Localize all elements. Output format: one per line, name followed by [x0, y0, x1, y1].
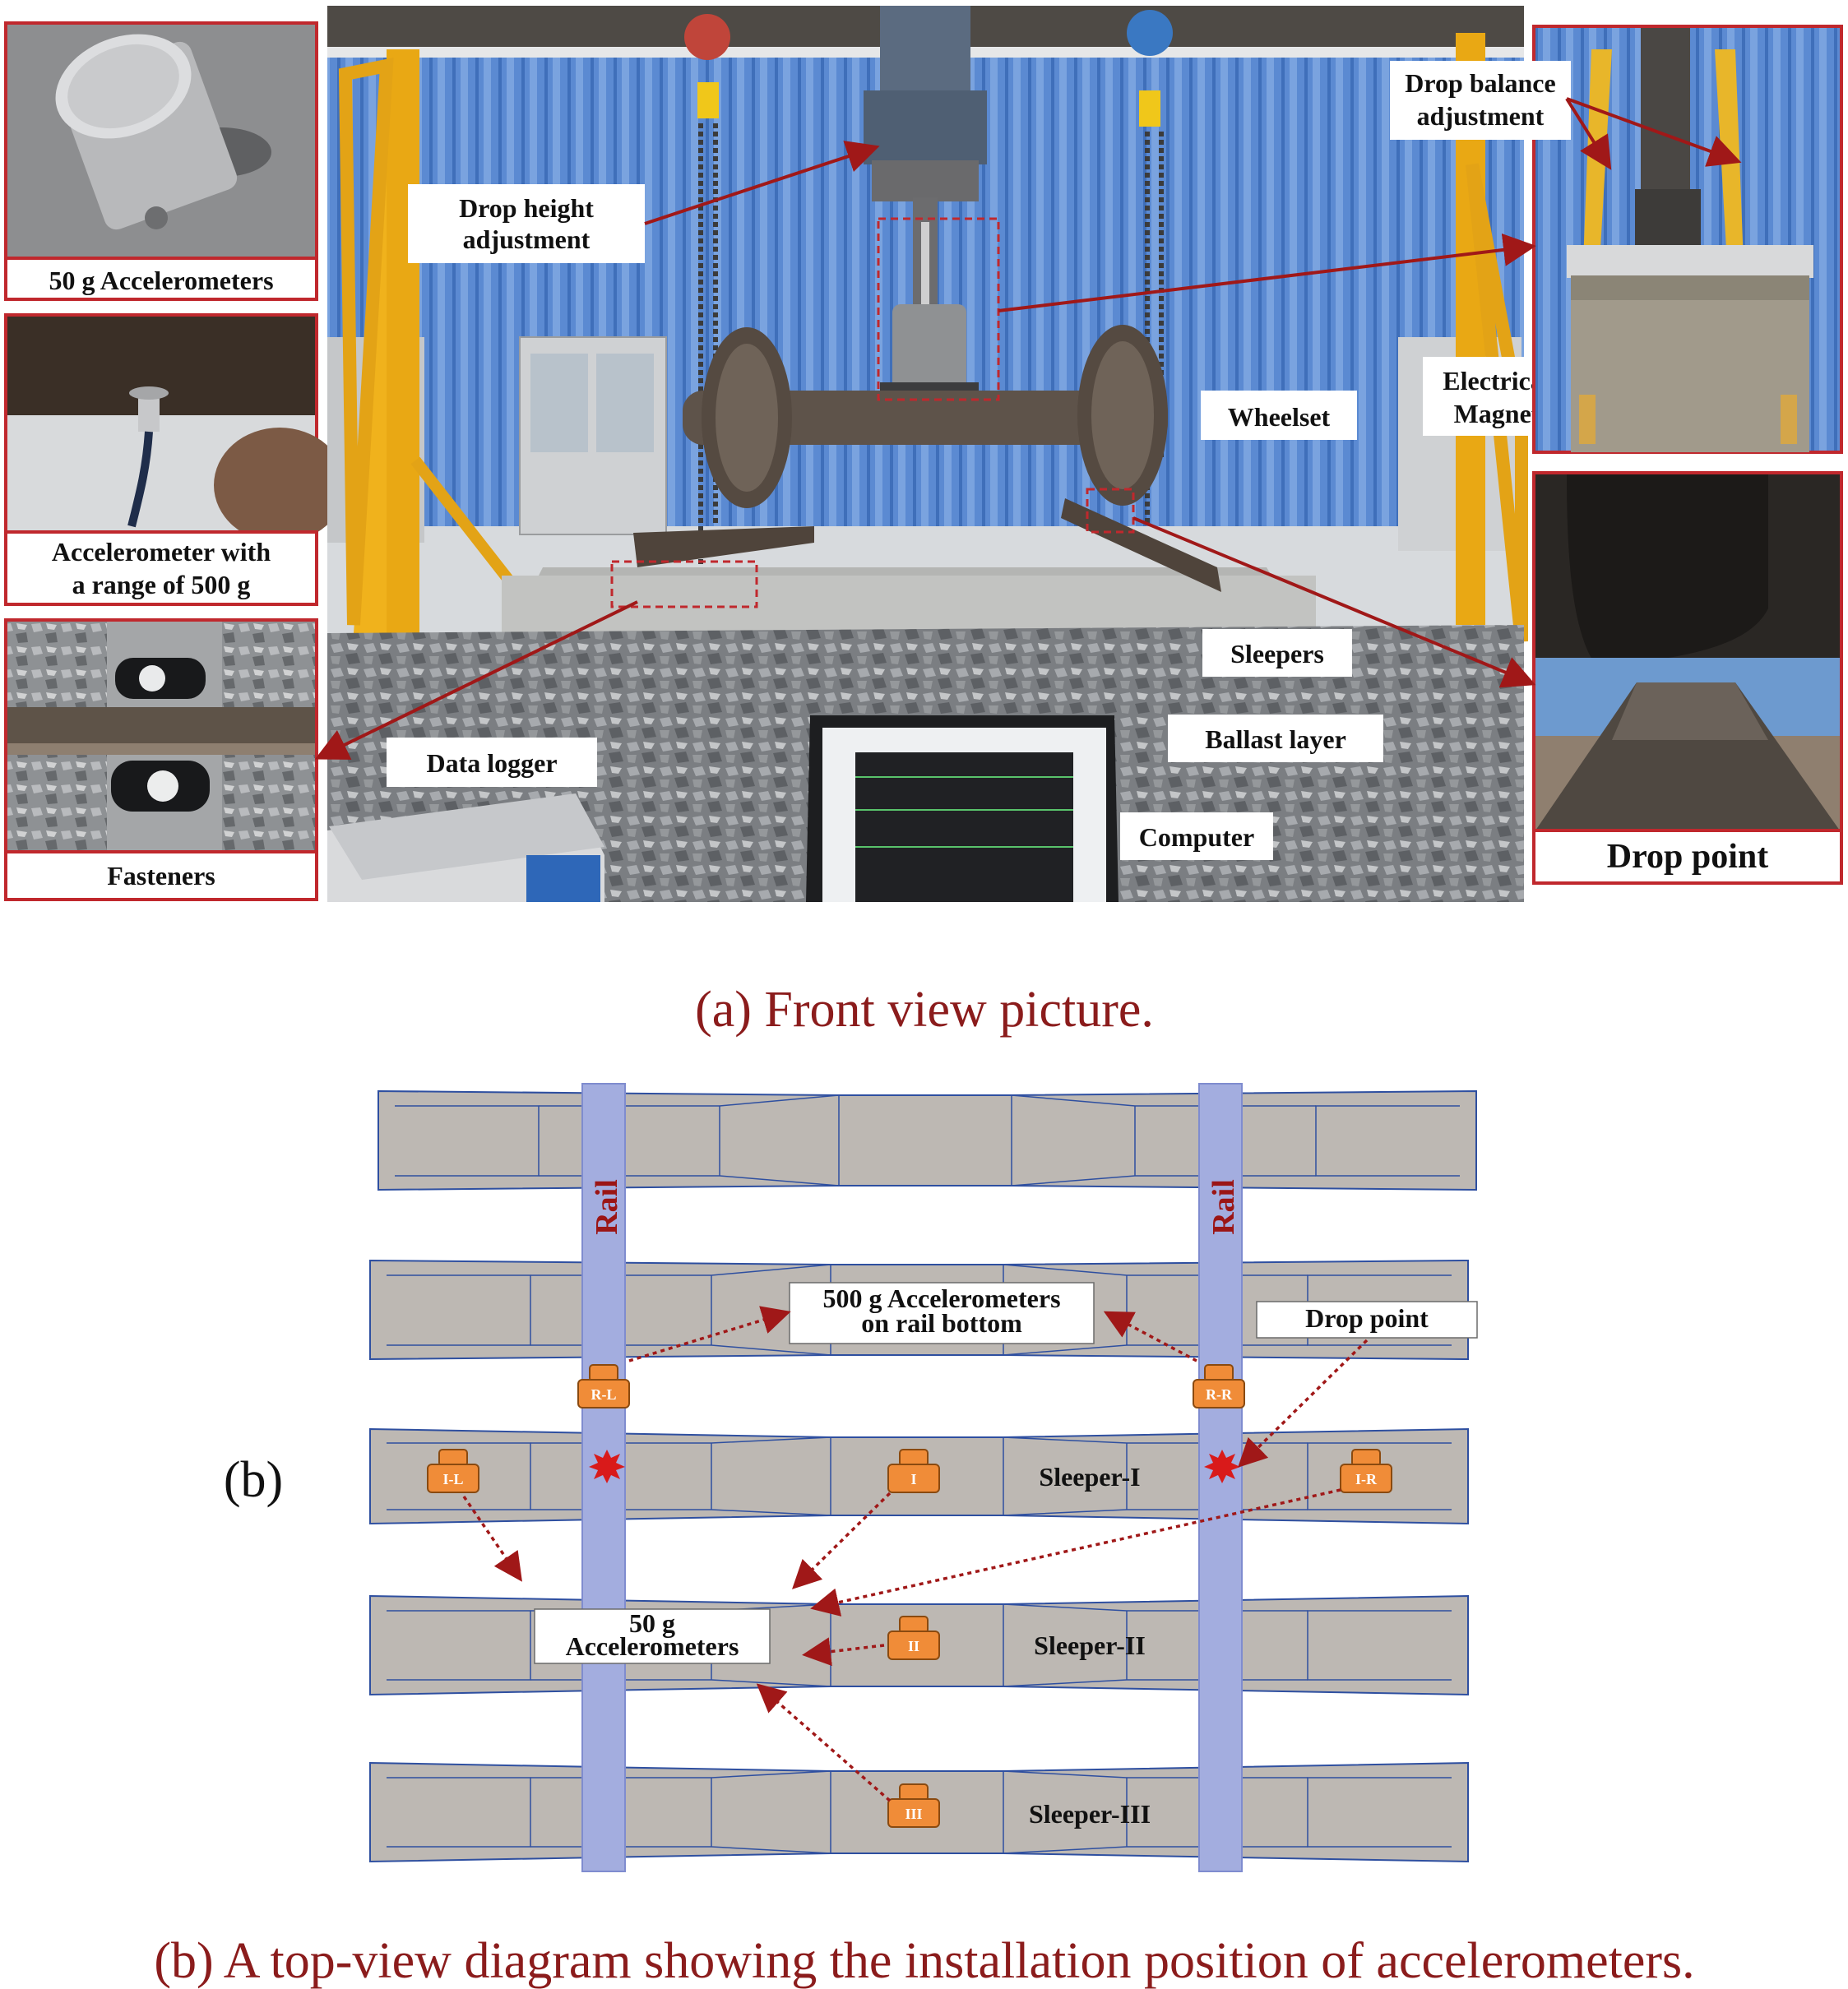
- label-500g-line1: Accelerometer with: [52, 537, 271, 567]
- svg-text:I-R: I-R: [1355, 1471, 1378, 1487]
- sleeper-III-label: Sleeper-III: [1029, 1799, 1151, 1829]
- sensor-I-R: I-R: [1340, 1449, 1392, 1493]
- svg-text:R-L: R-L: [591, 1386, 617, 1403]
- inset-500g-accelerometer: [4, 313, 345, 543]
- highlight-fastener: [610, 560, 758, 608]
- rail-right-label: Rail: [1207, 1179, 1241, 1235]
- svg-text:I: I: [910, 1471, 916, 1487]
- svg-text:III: III: [905, 1806, 922, 1822]
- svg-text:Accelerometers: Accelerometers: [566, 1631, 739, 1661]
- label-box-fasteners: Fasteners: [4, 850, 318, 901]
- sensor-I-L: I-L: [427, 1449, 479, 1493]
- label-500g-line2: a range of 500 g: [72, 570, 251, 599]
- callout-drop-point: Drop point: [1256, 1301, 1478, 1339]
- rail-left: [581, 1083, 626, 1872]
- label-ballast: Ballast layer: [1168, 715, 1383, 762]
- inset-fasteners: [4, 618, 318, 853]
- callout-50g: 50 g Accelerometers: [534, 1608, 771, 1664]
- caption-b: (b) A top-view diagram showing the insta…: [154, 1933, 1694, 1989]
- sensor-I: I: [887, 1449, 940, 1493]
- impact-star-left: [589, 1450, 625, 1483]
- label-box-drop-point: Drop point: [1532, 829, 1843, 885]
- svg-text:Ballast layer: Ballast layer: [1205, 724, 1346, 754]
- label-box-500g: Accelerometer with a range of 500 g: [4, 530, 318, 606]
- label-wheelset: Wheelset: [1201, 391, 1357, 440]
- svg-text:Wheelset: Wheelset: [1228, 402, 1331, 432]
- svg-text:Data logger: Data logger: [426, 748, 557, 778]
- svg-text:II: II: [908, 1638, 919, 1654]
- label-fasteners: Fasteners: [107, 861, 215, 890]
- svg-text:R-R: R-R: [1206, 1386, 1233, 1403]
- diagram-arrows: [462, 1306, 1369, 1802]
- sensor-II: II: [887, 1616, 940, 1660]
- drop-height-line1: Drop height: [459, 193, 594, 223]
- svg-text:Computer: Computer: [1139, 822, 1254, 852]
- svg-text:Drop point: Drop point: [1607, 838, 1768, 876]
- label-sleepers: Sleepers: [1202, 629, 1352, 677]
- callout-500g: 500 g Accelerometers on rail bottom: [789, 1282, 1095, 1344]
- sleeper-I-label: Sleeper-I: [1039, 1462, 1140, 1492]
- sensor-III: III: [887, 1783, 940, 1828]
- label-data-logger: Data logger: [387, 738, 597, 787]
- svg-text:50 g: 50 g: [629, 1608, 675, 1638]
- sleeper-top: [377, 1089, 1477, 1191]
- impact-star-right: [1204, 1450, 1240, 1483]
- inset-drop-balance: [1532, 25, 1843, 454]
- caption-a: (a) Front view picture.: [695, 982, 1154, 1038]
- sensor-R-R: R-R: [1193, 1364, 1245, 1408]
- panel-a-arrows: [314, 97, 1742, 760]
- label-computer: Computer: [1120, 812, 1273, 860]
- inset-50g-accelerometer: [4, 21, 318, 260]
- svg-text:I-L: I-L: [442, 1471, 463, 1487]
- inset-drop-point: [1532, 471, 1843, 832]
- highlight-drop-point: [1086, 488, 1135, 534]
- drop-height-line2: adjustment: [463, 224, 591, 254]
- label-drop-height: Drop height adjustment: [408, 184, 645, 263]
- label-drop-balance: Drop balance adjustment: [1390, 61, 1571, 140]
- rail-left-label: Rail: [590, 1179, 624, 1235]
- svg-text:adjustment: adjustment: [1417, 101, 1545, 131]
- sleeper-II-label: Sleeper-II: [1034, 1631, 1146, 1660]
- sensor-R-L: R-L: [577, 1364, 630, 1408]
- svg-text:Drop balance: Drop balance: [1405, 68, 1555, 98]
- svg-text:Sleepers: Sleepers: [1230, 639, 1324, 668]
- svg-text:Magnet: Magnet: [1454, 399, 1540, 428]
- svg-text:500 g Accelerometers: 500 g Accelerometers: [822, 1284, 1060, 1313]
- svg-text:Drop point: Drop point: [1305, 1303, 1429, 1333]
- svg-text:on rail bottom: on rail bottom: [861, 1308, 1022, 1338]
- label-box-50g: 50 g Accelerometers: [4, 257, 318, 301]
- label-50g-accelerometers: 50 g Accelerometers: [49, 266, 273, 295]
- panel-b-letter: (b): [224, 1452, 283, 1508]
